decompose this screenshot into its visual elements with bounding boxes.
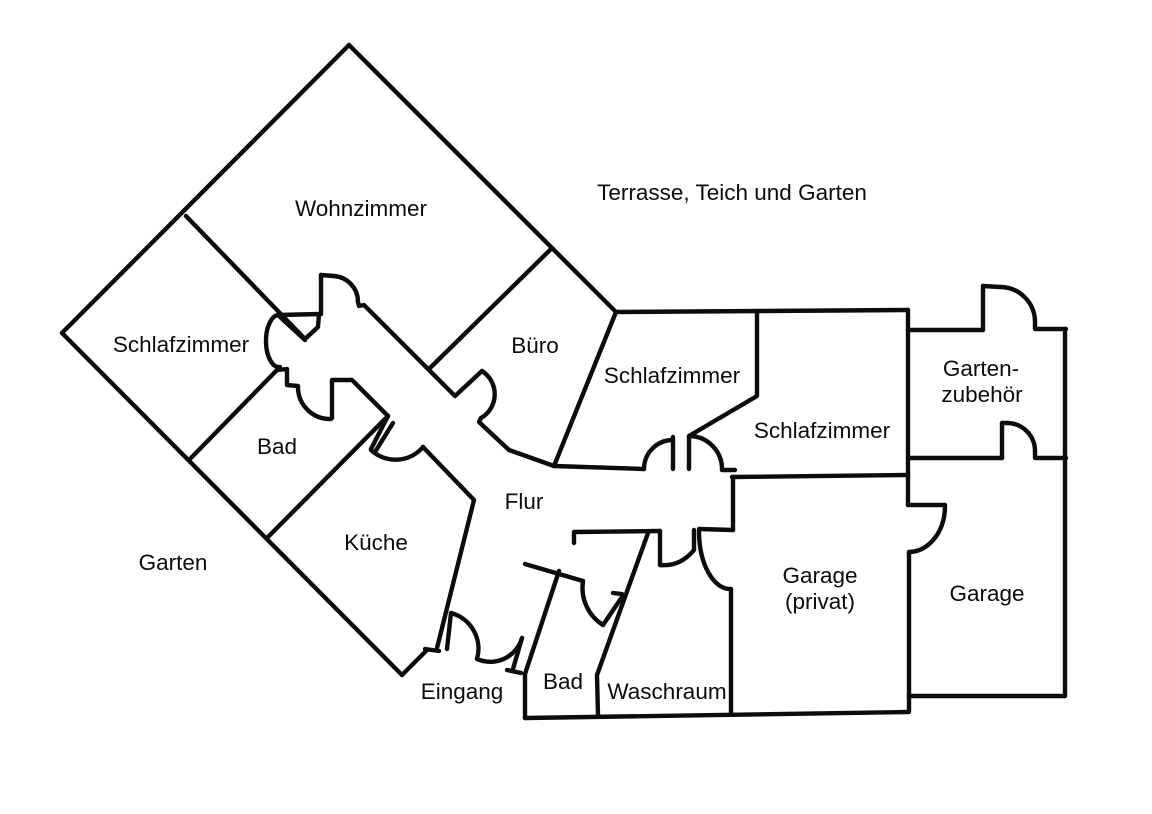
svg-text:Büro: Büro [511, 333, 559, 358]
svg-text:Bad: Bad [543, 669, 583, 694]
svg-text:Terrasse, Teich und Garten: Terrasse, Teich und Garten [597, 180, 867, 205]
svg-text:Flur: Flur [505, 489, 544, 514]
svg-text:(privat): (privat) [785, 589, 855, 614]
svg-text:Schlafzimmer: Schlafzimmer [754, 418, 891, 443]
svg-text:zubehör: zubehör [941, 382, 1023, 407]
svg-text:Garten: Garten [139, 550, 208, 575]
svg-text:Küche: Küche [344, 530, 408, 555]
svg-text:Eingang: Eingang [421, 679, 504, 704]
svg-text:Schlafzimmer: Schlafzimmer [113, 332, 250, 357]
svg-text:Wohnzimmer: Wohnzimmer [295, 196, 428, 221]
svg-text:Garage: Garage [782, 563, 857, 588]
svg-text:Bad: Bad [257, 434, 297, 459]
svg-text:Schlafzimmer: Schlafzimmer [604, 363, 741, 388]
svg-text:Garten-: Garten- [943, 356, 1019, 381]
svg-text:Waschraum: Waschraum [607, 679, 726, 704]
svg-text:Garage: Garage [949, 581, 1024, 606]
